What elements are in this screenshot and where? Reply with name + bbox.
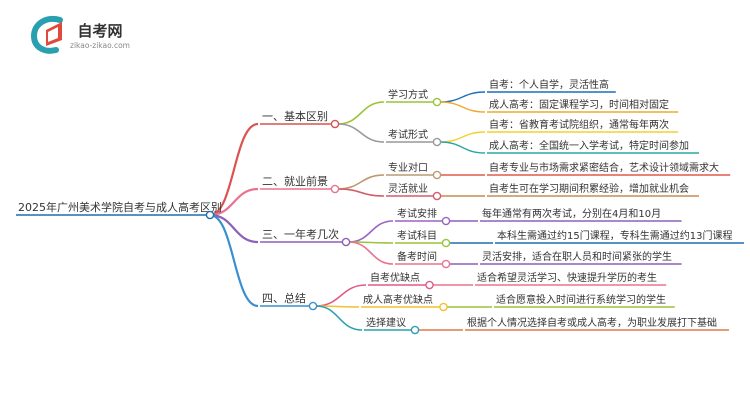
edge-root-branch-1: [209, 122, 259, 217]
leaf-node-4-1-1[interactable]: 适合希望灵活学习、快速提升学历的考生: [477, 271, 657, 284]
logo-subtitle: zikao-zikao.com: [70, 41, 130, 50]
child-node-4-3-dot: [410, 325, 420, 335]
branch-node-3-dot: [341, 237, 351, 247]
leaf-node-4-2-1[interactable]: 适合愿意投入时间进行系统学习的学生: [496, 293, 666, 306]
edge-root-branch-4: [209, 213, 259, 308]
child-node-2-2-dot: [432, 191, 442, 201]
edge-child-1-1-leaf-2: [439, 101, 486, 113]
branch-node-4-dot: [308, 301, 318, 311]
edge-branch-2-child-1: [337, 174, 385, 190]
edge-branch-4-child-3: [315, 305, 363, 331]
site-logo[interactable]: 自考网 zikao-zikao.com: [30, 16, 130, 54]
child-node-3-3[interactable]: 备考时间: [397, 250, 437, 263]
edge-root-branch-3: [209, 213, 259, 244]
logo-title: 自考网: [77, 22, 122, 40]
edge-branch-3-child-1: [348, 220, 394, 243]
branch-node-2-dot: [330, 184, 340, 194]
leaf-node-3-3-1[interactable]: 灵活安排，适合在职人员和时间紧张的学生: [482, 250, 672, 263]
edge-child-1-1-leaf-1: [439, 91, 486, 103]
leaf-node-3-1-1[interactable]: 每年通常有两次考试，分别在4月和10月: [482, 207, 661, 220]
logo-mark-icon: [30, 16, 63, 54]
branch-node-1-dot: [330, 119, 340, 129]
child-node-2-1-dot: [432, 170, 442, 180]
child-node-4-1-dot: [425, 280, 434, 290]
mind-map-nodes: 2025年广州美术学院自考与成人高考区别 一、基本区别 学习方式 自考：个人自学，灵活…: [16, 78, 744, 335]
leaf-node-1-1-2[interactable]: 成人高考：固定课程学习，时间相对固定: [489, 98, 669, 111]
branch-node-2[interactable]: 二、就业前景: [262, 174, 328, 188]
leaf-node-1-2-2[interactable]: 成人高考：全国统一入学考试，特定时间参加: [489, 139, 689, 152]
child-node-4-1[interactable]: 自考优缺点: [370, 271, 420, 284]
edge-branch-1-child-1: [337, 101, 385, 125]
child-node-3-1-dot: [441, 216, 451, 226]
leaf-node-3-2-1[interactable]: 本科生需通过约15门课程，专科生需通过约13门课程: [497, 229, 732, 242]
edge-root-branch-2: [209, 187, 259, 217]
child-node-4-2[interactable]: 成人高考优缺点: [363, 293, 433, 306]
child-node-2-2[interactable]: 灵活就业: [388, 182, 428, 195]
child-node-3-3-dot: [441, 259, 451, 269]
leaf-node-4-3-1[interactable]: 根据个人情况选择自考或成人高考，为职业发展打下基础: [467, 316, 717, 329]
child-node-1-2-dot: [432, 137, 442, 147]
leaf-node-1-2-1[interactable]: 自考：省教育考试院组织，通常每年两次: [489, 118, 669, 131]
child-node-3-1[interactable]: 考试安排: [397, 207, 437, 220]
edge-child-1-2-leaf-1: [439, 131, 486, 143]
child-node-1-1[interactable]: 学习方式: [388, 88, 428, 101]
leaf-node-1-1-1[interactable]: 自考：个人自学，灵活性高: [489, 78, 609, 91]
root-node[interactable]: 2025年广州美术学院自考与成人高考区别: [18, 200, 222, 214]
child-node-2-1[interactable]: 专业对口: [388, 161, 428, 174]
edge-branch-3-child-3: [348, 241, 394, 265]
child-node-4-2-dot: [439, 302, 448, 312]
root-node-dot: [205, 210, 215, 220]
child-node-3-2[interactable]: 考试科目: [397, 229, 437, 242]
child-node-4-3[interactable]: 选择建议: [366, 316, 406, 329]
mind-map-edges: [209, 91, 493, 331]
edge-child-1-2-leaf-2: [439, 141, 486, 154]
edge-branch-4-child-1: [315, 284, 367, 307]
branch-node-3[interactable]: 三、一年考几次: [262, 227, 339, 241]
child-node-1-2[interactable]: 考试形式: [388, 128, 428, 141]
child-node-1-1-dot: [432, 97, 442, 107]
branch-node-4[interactable]: 四、总结: [262, 291, 306, 305]
edge-branch-2-child-2: [337, 188, 385, 197]
edge-branch-1-child-2: [337, 123, 385, 143]
child-node-3-2-dot: [441, 238, 451, 248]
branch-node-1[interactable]: 一、基本区别: [262, 109, 328, 123]
leaf-node-2-1-1[interactable]: 自考专业与市场需求紧密结合，艺术设计领域需求大: [489, 161, 719, 174]
leaf-node-2-2-1[interactable]: 自考生可在学习期间积累经验，增加就业机会: [489, 182, 689, 195]
